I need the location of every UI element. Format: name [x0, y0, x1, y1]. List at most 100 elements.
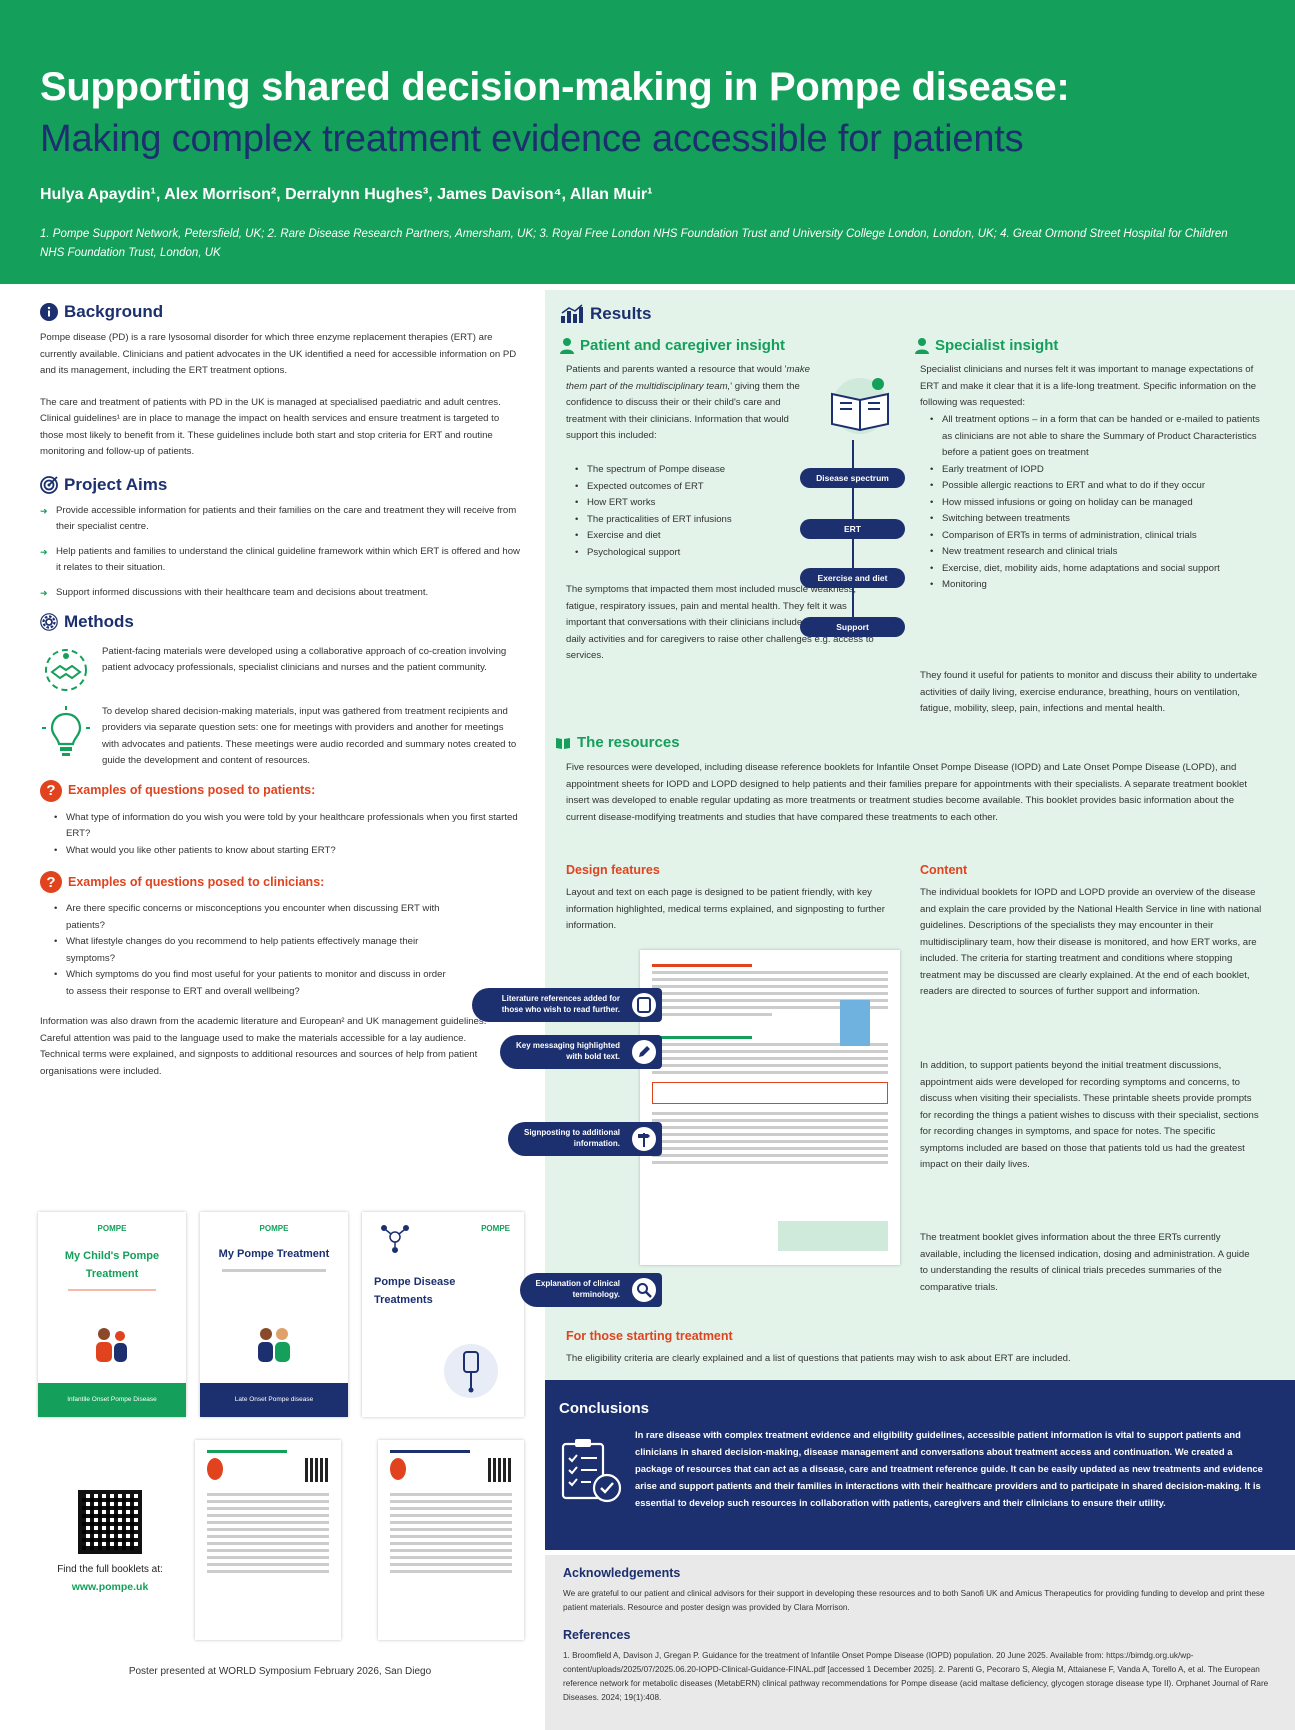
list-item: Early treatment of IOPD	[930, 462, 1270, 479]
list-item: Help patients and families to understand…	[40, 544, 520, 576]
question-icon: ?	[40, 779, 62, 802]
information-sources-text: Information was also drawn from the acad…	[40, 1016, 490, 1077]
booklet-title: Pompe Disease Treatments	[374, 1276, 456, 1306]
list-item: Exercise and diet	[575, 528, 805, 545]
list-item: Support informed discussions with their …	[40, 585, 520, 601]
list-item: The practicalities of ERT infusions	[575, 512, 805, 529]
references-text: 1. Broomfield A, Davison J, Gregan P. Gu…	[563, 1650, 1269, 1702]
starting-treatment-text: The eligibility criteria are clearly exp…	[566, 1353, 1071, 1364]
list-item: New treatment research and clinical tria…	[930, 544, 1270, 561]
list-item: Exercise, diet, mobility aids, home adap…	[930, 561, 1270, 578]
timeline-pill: Support	[800, 617, 905, 637]
specialist-monitoring-text: They found it useful for patients to mon…	[920, 670, 1258, 714]
bar-chart-icon	[561, 304, 583, 324]
patient-insight-heading: Patient and caregiver insight	[560, 335, 785, 356]
acknowledgements-heading: Acknowledgements	[563, 1566, 681, 1580]
clinician-questions-list: Are there specific concerns or misconcep…	[54, 901, 449, 1000]
list-item: Psychological support	[575, 545, 805, 562]
poster-title: Supporting shared decision-making in Pom…	[40, 65, 1070, 109]
list-item: How missed infusions or going on holiday…	[930, 495, 1270, 512]
patient-insight-text: Patients and parents wanted a resource t…	[566, 364, 810, 441]
magnifier-icon	[630, 1276, 658, 1304]
booklet-title: My Pompe Treatment	[218, 1248, 330, 1260]
callout-signposting: Signposting to additional information.	[508, 1122, 662, 1156]
family-icon	[96, 1328, 127, 1362]
references-heading: References	[563, 1627, 631, 1642]
website-link[interactable]: www.pompe.uk	[71, 1581, 149, 1593]
resources-heading: The resources	[555, 732, 680, 753]
conclusions-heading: Conclusions	[559, 1400, 650, 1417]
callout-terminology: Explanation of clinical terminology.	[520, 1273, 662, 1307]
booklet-band: Infantile Onset Pompe Disease	[38, 1383, 186, 1417]
content-heading: Content	[920, 863, 968, 877]
conclusions-text: In rare disease with complex treatment e…	[635, 1429, 1263, 1508]
reading-book-icon	[831, 378, 889, 434]
list-item: Which symptoms do you find most useful f…	[54, 967, 449, 1000]
booklet-page-preview	[640, 950, 900, 1265]
acknowledgements-references-box: Acknowledgements We are grateful to our …	[545, 1555, 1295, 1730]
background-text-2: The care and treatment of patients with …	[40, 396, 501, 458]
aims-heading: Project Aims	[40, 473, 520, 497]
list-item: Monitoring	[930, 577, 1270, 594]
person-icon	[560, 337, 574, 354]
timeline-pill: ERT	[800, 519, 905, 539]
find-label: Find the full booklets at:	[57, 1564, 163, 1575]
list-item: All treatment options – in a form that c…	[930, 412, 1270, 462]
methods-text-1: Patient-facing materials were developed …	[102, 645, 507, 674]
books-icon	[556, 737, 570, 749]
booklet-cover-treatments: POMPE Pompe Disease Treatments	[362, 1212, 524, 1417]
timeline-pill: Disease spectrum	[800, 468, 905, 488]
list-item: Are there specific concerns or misconcep…	[54, 901, 449, 934]
list-item: Switching between treatments	[930, 511, 1270, 528]
background-text-1: Pompe disease (PD) is a rare lysosomal d…	[40, 332, 517, 377]
design-features-text: Layout and text on each page is designed…	[566, 887, 885, 931]
list-item: Comparison of ERTs in terms of administr…	[930, 528, 1270, 545]
affiliations: 1. Pompe Support Network, Petersfield, U…	[40, 227, 1228, 259]
appointment-sheet-iopd	[195, 1440, 341, 1640]
couple-icon	[258, 1328, 290, 1362]
info-icon	[40, 303, 58, 322]
acknowledgements-text: We are grateful to our patient and clini…	[563, 1588, 1265, 1612]
content-text-3: The treatment booklet gives information …	[920, 1232, 1250, 1293]
patient-questions-heading: ? Examples of questions posed to patient…	[40, 779, 520, 802]
methods-text-2: To develop shared decision-making materi…	[102, 705, 517, 767]
gear-icon	[40, 613, 58, 631]
callout-references: Literature references added for those wh…	[472, 988, 662, 1022]
content-text-1: The individual booklets for IOPD and LOP…	[920, 887, 1262, 997]
aims-list: Provide accessible information for patie…	[40, 503, 520, 601]
list-item: What lifestyle changes do you recommend …	[54, 934, 449, 967]
patient-symptoms-text: The symptoms that impacted them most inc…	[566, 584, 878, 661]
clinician-questions-heading: ? Examples of questions posed to clinici…	[40, 871, 520, 894]
iv-drip-icon	[444, 1344, 498, 1398]
list-item: The spectrum of Pompe disease	[575, 462, 805, 479]
patient-questions-list: What type of information do you wish you…	[54, 810, 520, 860]
appointment-sheet-lopd	[378, 1440, 524, 1640]
design-features-heading: Design features	[566, 863, 660, 877]
specialist-insight-list: All treatment options – in a form that c…	[930, 412, 1270, 594]
qr-code[interactable]	[78, 1490, 142, 1554]
left-column: Background Pompe disease (PD) is a rare …	[40, 300, 520, 1080]
conclusions-box: Conclusions In rare disease with complex…	[545, 1380, 1295, 1550]
methods-heading: Methods	[40, 610, 520, 634]
presented-note: Poster presented at WORLD Symposium Febr…	[128, 1666, 432, 1677]
question-icon: ?	[40, 871, 62, 894]
checklist-icon	[561, 1439, 622, 1503]
resources-text: Five resources were developed, including…	[566, 762, 1248, 823]
pen-icon	[630, 1038, 658, 1066]
booklet-cover-iopd: POMPE My Child's Pompe Treatment Infanti…	[38, 1212, 186, 1417]
lightbulb-icon	[42, 705, 90, 756]
list-item: What would you like other patients to kn…	[54, 843, 520, 860]
results-heading: Results	[560, 302, 651, 326]
list-item: Provide accessible information for patie…	[40, 503, 520, 535]
methods-row-1: Patient-facing materials were developed …	[40, 644, 520, 696]
signpost-icon	[630, 1125, 658, 1153]
patient-insight-list: The spectrum of Pompe disease Expected o…	[575, 462, 805, 561]
target-icon	[40, 475, 58, 494]
list-item: How ERT works	[575, 495, 805, 512]
callout-key-messaging: Key messaging highlighted with bold text…	[500, 1035, 662, 1069]
content-text-2: In addition, to support patients beyond …	[920, 1060, 1259, 1170]
starting-treatment-heading: For those starting treatment	[566, 1329, 733, 1343]
booklet-cover-lopd: POMPE My Pompe Treatment Late Onset Pomp…	[200, 1212, 348, 1417]
booklet-band: Late Onset Pompe disease	[200, 1383, 348, 1417]
